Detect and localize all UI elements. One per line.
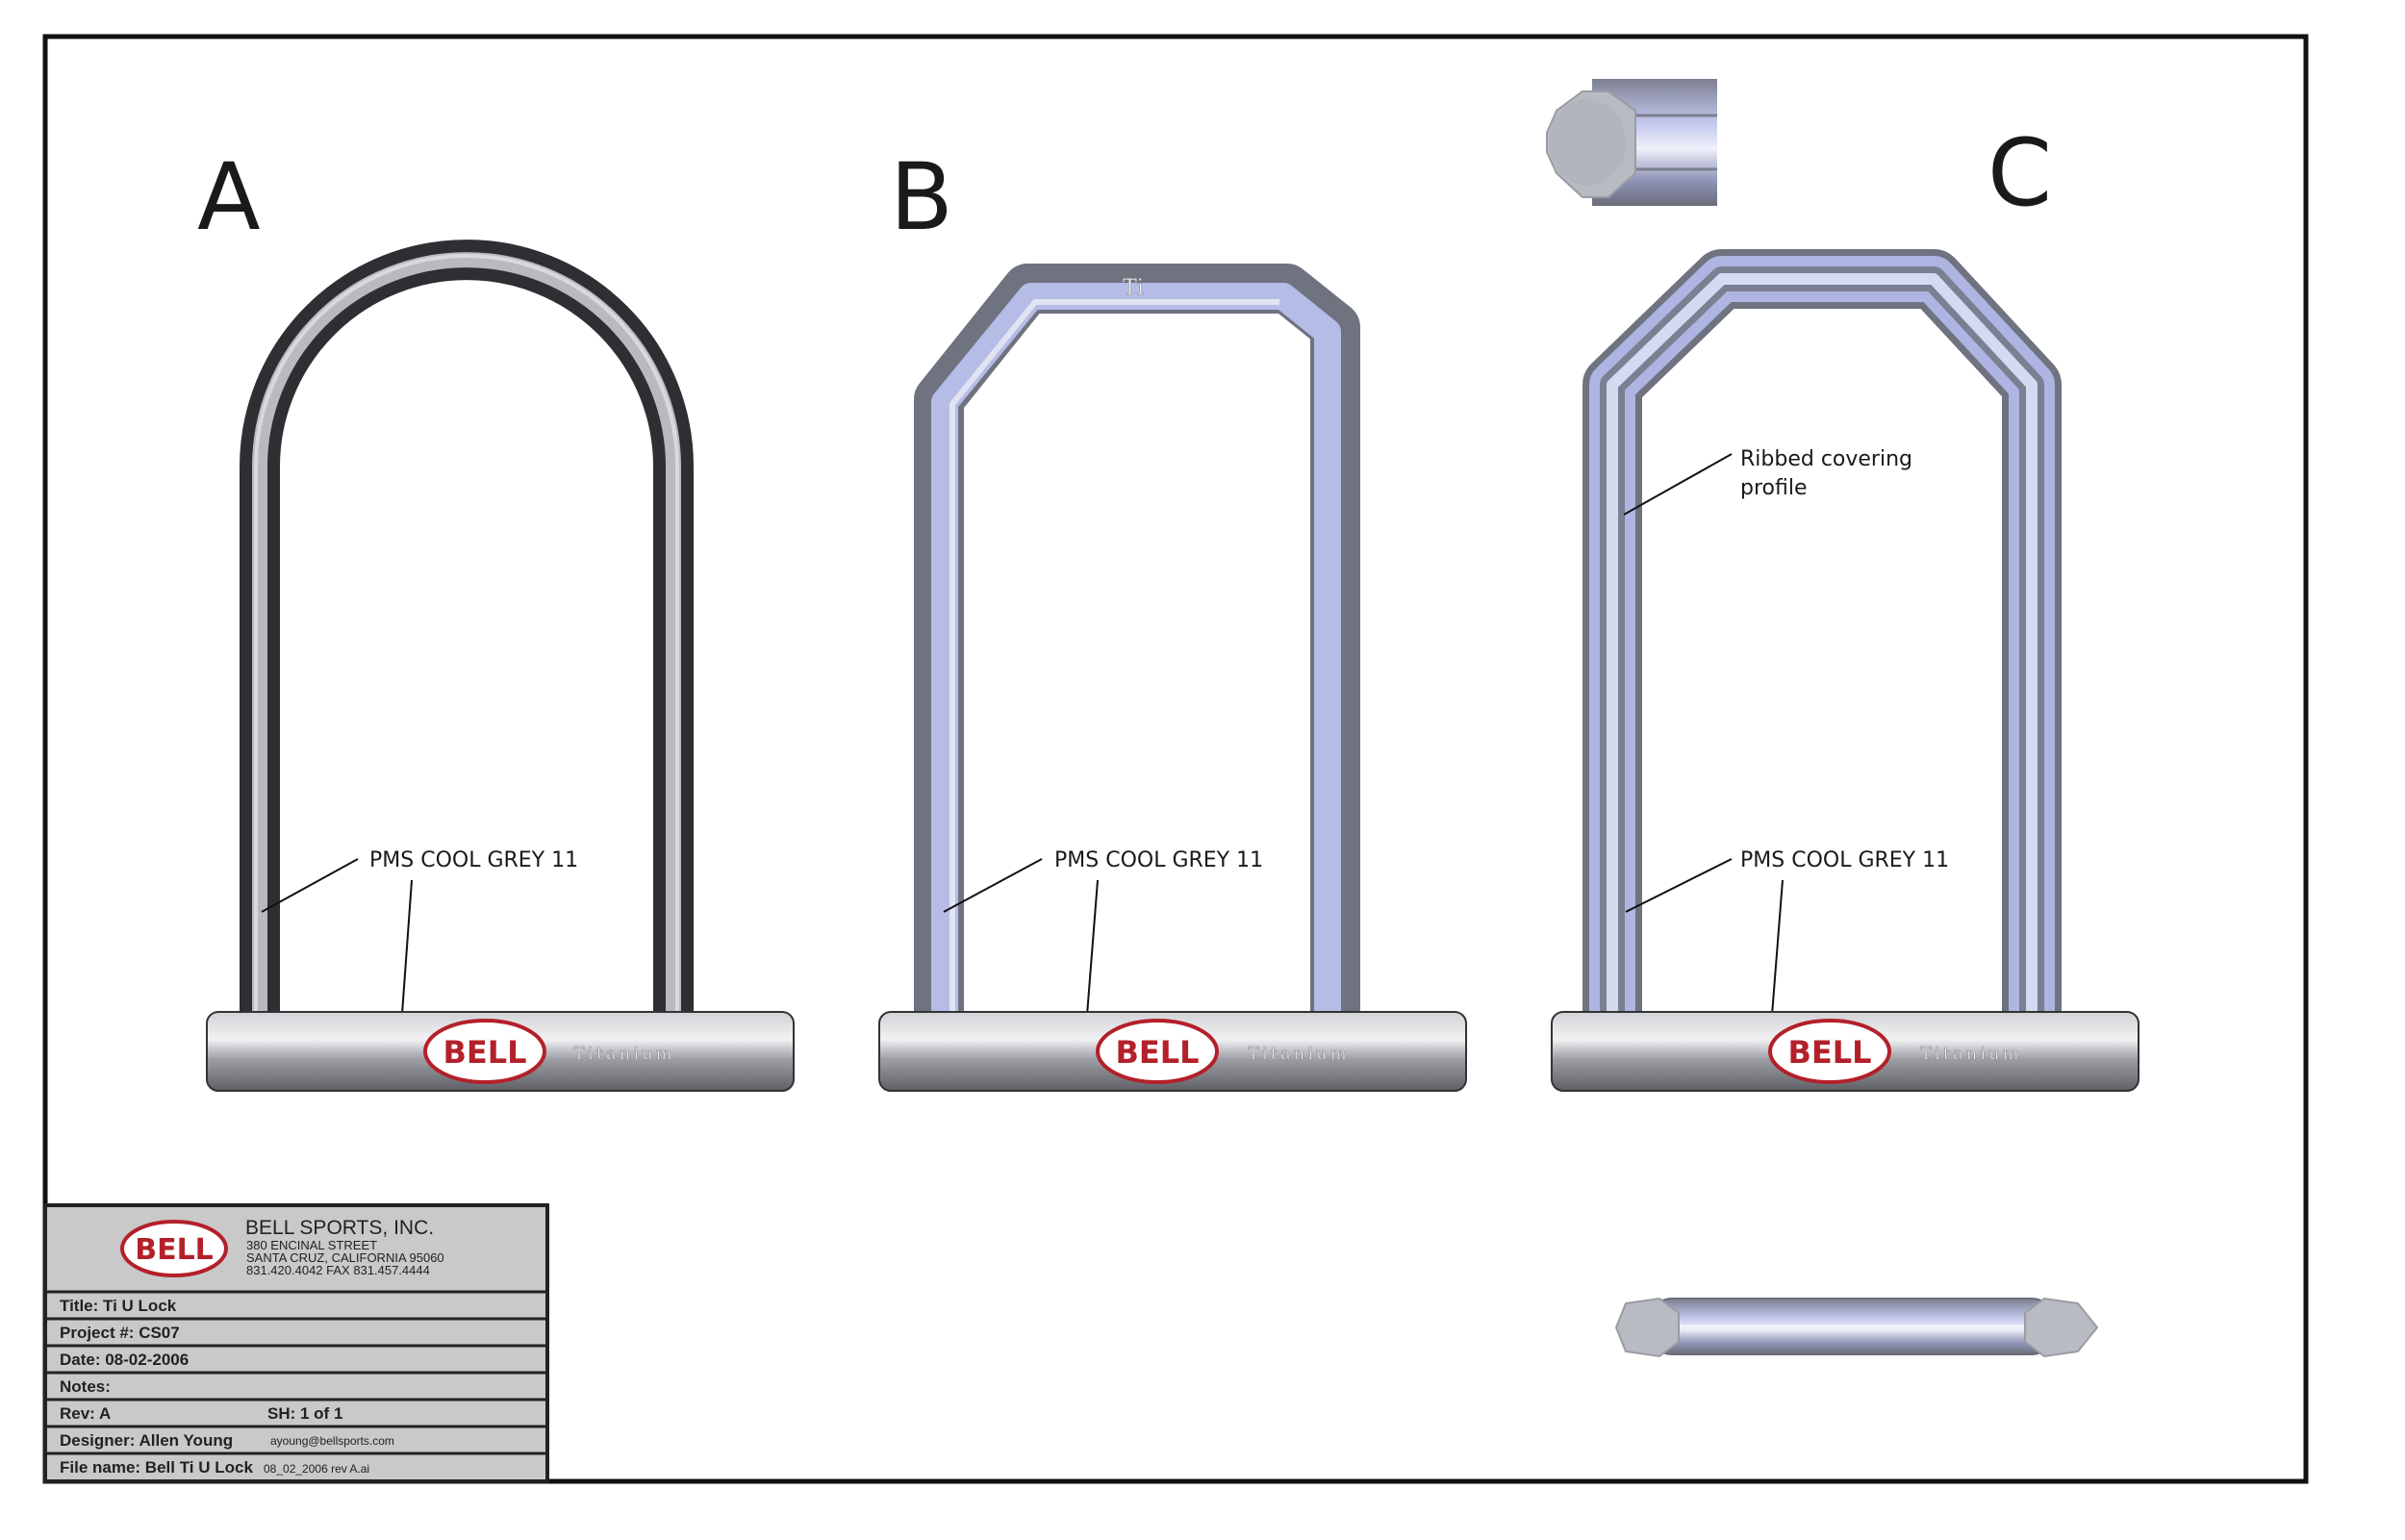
company-phone: 831.420.4042 FAX 831.457.4444 (246, 1263, 430, 1277)
shackle-c-rib-mid (1600, 266, 2044, 1018)
bell-logo-b-text: BELL (1115, 1034, 1199, 1071)
tb-filename: File name: Bell Ti U Lock (60, 1458, 253, 1477)
company-address1: 380 ENCINAL STREET (246, 1238, 377, 1252)
callout-c-line1 (1625, 858, 1733, 913)
callout-a-text: PMS COOL GREY 11 (369, 848, 578, 872)
profile-bottom-detail (1614, 1297, 2099, 1358)
bell-logo-c-text: BELL (1787, 1034, 1871, 1071)
tb-email: ayoung@bellsports.com (270, 1434, 394, 1448)
shackle-b-blue (931, 283, 1341, 1018)
note-c-text-1: Ribbed covering (1740, 447, 1912, 471)
shackle-a-highlight (252, 252, 681, 1020)
title-block-box (43, 1203, 549, 1483)
company-name: BELL SPORTS, INC. (245, 1217, 434, 1239)
callout-b-text: PMS COOL GREY 11 (1054, 848, 1263, 872)
titanium-a-text: Titanium (573, 1044, 675, 1064)
callout-b-line2 (1085, 879, 1099, 1028)
callout-b-line1 (943, 858, 1043, 913)
tb-date: Date: 08-02-2006 (60, 1351, 189, 1369)
drawing-border (42, 34, 2309, 1484)
tb-filename-small: 08_02_2006 rev A.ai (264, 1462, 369, 1476)
bell-logo-a (423, 1019, 546, 1084)
shackle-c-rib-inner (1607, 273, 2038, 1018)
tb-designer: Designer: Allen Young (60, 1431, 233, 1450)
tb-notes: Notes: (60, 1377, 111, 1396)
title-block-logo-text: BELL (135, 1233, 214, 1267)
lock-option-a: A PMS COOL GREY 11 BELL Titanium (197, 143, 795, 1092)
titanium-b-text: Titanium (1248, 1044, 1350, 1064)
callout-a-line1 (261, 858, 359, 913)
tb-rev: Rev: A (60, 1404, 111, 1423)
option-a-letter: A (197, 143, 261, 251)
shackle-a (240, 240, 694, 1020)
bell-logo-a-text: BELL (443, 1034, 526, 1071)
company-address2: SANTA CRUZ, CALIFORNIA 95060 (246, 1250, 444, 1265)
titanium-c-text: Titanium (1920, 1044, 2022, 1064)
shackle-c-rib-outer (1589, 256, 2055, 1018)
ti-mark-b: Ti (1123, 276, 1144, 300)
bell-logo-b (1096, 1019, 1219, 1084)
note-c-line (1623, 453, 1733, 516)
tb-title: Title: Ti U Lock (60, 1297, 177, 1315)
profile-bottom-cap-right (2024, 1297, 2099, 1358)
shackle-b (914, 264, 1360, 1018)
tb-sheet: SH: 1 of 1 (267, 1404, 342, 1423)
profile-top-detail (1546, 79, 1717, 206)
shackle-a-shine (254, 254, 679, 1020)
note-c-text-2: profile (1740, 476, 1808, 500)
bell-logo-c (1768, 1019, 1891, 1084)
callout-c-text: PMS COOL GREY 11 (1740, 848, 1949, 872)
shackle-c (1582, 249, 2062, 1018)
callout-a-line2 (400, 879, 413, 1028)
lock-option-b: B Ti PMS COOL GREY 11 BELL Titanium (878, 143, 1467, 1092)
option-c-letter: C (1987, 119, 2052, 227)
shackle-b-shine (949, 299, 1279, 1018)
profile-bottom-cap-left (1614, 1297, 1680, 1358)
option-b-letter: B (890, 143, 953, 251)
profile-top-endcap-face (1549, 99, 1626, 186)
lock-option-c: C Ribbed covering profile PMS COOL GREY … (1551, 119, 2139, 1092)
callout-c-line2 (1770, 879, 1784, 1028)
title-block: BELL BELL SPORTS, INC. 380 ENCINAL STREE… (43, 1203, 549, 1483)
tb-project: Project #: CS07 (60, 1324, 180, 1342)
title-block-logo (120, 1220, 228, 1277)
